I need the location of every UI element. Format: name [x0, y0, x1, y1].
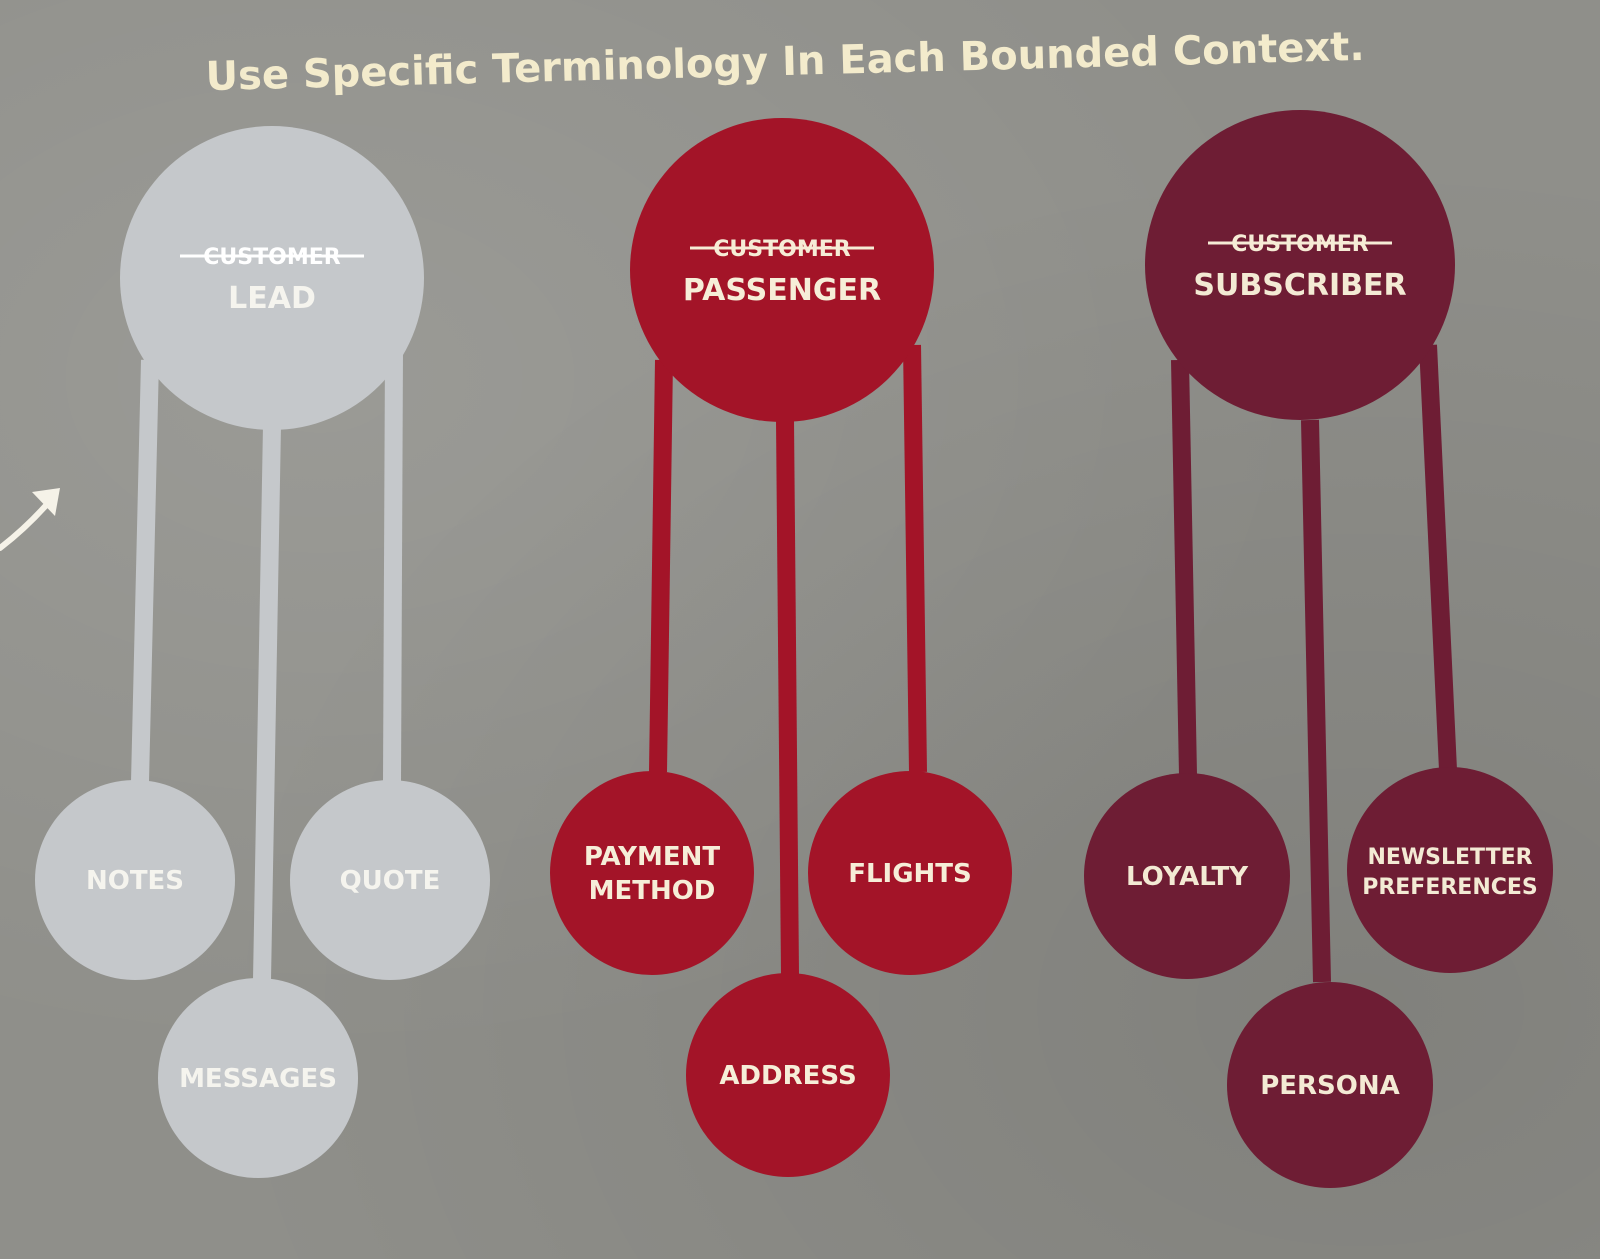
subscriber-child-circle [1084, 773, 1290, 979]
passenger-child-circle [550, 771, 754, 975]
subscriber-connector-line [1419, 344, 1457, 771]
lead-child-circle [158, 978, 358, 1178]
passenger-main-circle [630, 118, 934, 422]
lead-term-label: LEAD [228, 281, 316, 316]
subscriber-term-label: SUBSCRIBER [1193, 268, 1406, 303]
passenger-child-label: FLIGHTS [848, 859, 972, 889]
lead-child-circle [290, 780, 490, 980]
subscriber-child-label: LOYALTY [1126, 862, 1249, 892]
lead-child-label: NOTES [86, 866, 184, 896]
page-title: Use Specific Terminology In Each Bounded… [205, 24, 1365, 100]
lead-child-circle [35, 780, 235, 980]
lead-connector-line [383, 349, 403, 783]
passenger-connector-line [649, 359, 673, 773]
lead-connector-line [253, 424, 281, 981]
lead-child-label: MESSAGES [179, 1064, 337, 1094]
lead-connector-line [131, 359, 159, 783]
lead-child-label: QUOTE [340, 866, 441, 896]
subscriber-child-label: PERSONA [1260, 1071, 1400, 1101]
subscriber-child-circle [1347, 767, 1553, 973]
passenger-child-circle [686, 973, 890, 1177]
passenger-connector-line [903, 344, 927, 773]
arrow-icon [0, 488, 60, 551]
subscriber-connector-line [1301, 419, 1331, 983]
lead-main-circle [120, 126, 424, 430]
passenger-child-label: ADDRESS [719, 1061, 856, 1091]
passenger-term-label: PASSENGER [683, 273, 881, 308]
subscriber-main-circle [1145, 110, 1455, 420]
subscriber-connector-line [1171, 359, 1197, 776]
passenger-child-circle [808, 771, 1012, 975]
passenger-connector-line [776, 419, 799, 976]
subscriber-child-circle [1227, 982, 1433, 1188]
